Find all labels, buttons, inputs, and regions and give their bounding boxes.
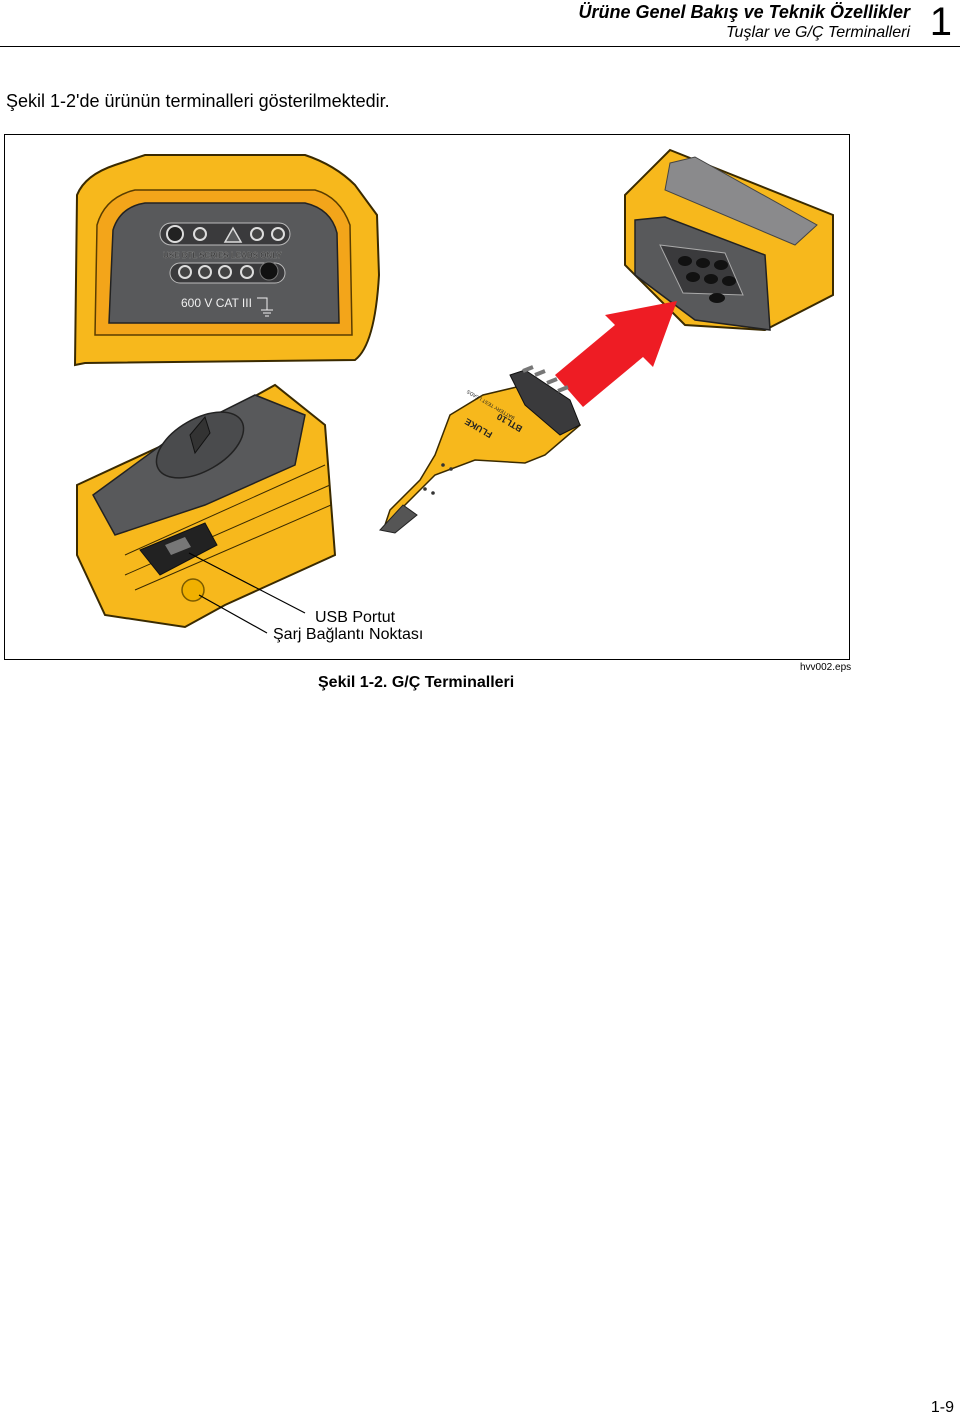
terminal-panel-device: USE BTL SERIES LEADS ONLY 600 V CAT III bbox=[73, 154, 381, 367]
terminal-jack bbox=[198, 265, 212, 279]
figure-frame: USE BTL SERIES LEADS ONLY 600 V CAT III bbox=[4, 134, 850, 660]
terminals-illustration: USE BTL SERIES LEADS ONLY 600 V CAT III bbox=[73, 148, 834, 634]
header-rule bbox=[0, 46, 960, 47]
chapter-title: Ürüne Genel Bakış ve Teknik Özellikler bbox=[578, 2, 910, 22]
charge-leader-line bbox=[198, 594, 268, 634]
usb-port-device bbox=[76, 383, 337, 629]
warning-icon bbox=[223, 226, 243, 243]
charge-port-callout: Şarj Bağlantı Noktası bbox=[273, 626, 424, 643]
terminal-jack bbox=[250, 227, 264, 241]
ground-icon bbox=[257, 297, 273, 317]
usb-leader-line bbox=[188, 552, 306, 614]
rating-label: 600 V CAT III bbox=[181, 296, 252, 310]
figure-caption: Şekil 1-2. G/Ç Terminalleri bbox=[318, 674, 515, 691]
intro-paragraph: Şekil 1-2'de ürünün terminalleri gösteri… bbox=[6, 91, 390, 111]
terminal-jack bbox=[178, 265, 192, 279]
section-title: Tuşlar ve G/Ç Terminalleri bbox=[725, 24, 910, 41]
panel-warning-label: USE BTL SERIES LEADS ONLY bbox=[163, 251, 282, 260]
terminal-jack bbox=[271, 227, 285, 241]
terminal-jack bbox=[259, 261, 279, 281]
terminal-jack bbox=[193, 227, 207, 241]
chapter-number: 1 bbox=[929, 0, 952, 44]
terminal-jack bbox=[240, 265, 254, 279]
charge-port bbox=[181, 578, 205, 602]
page-number: 1-9 bbox=[930, 1399, 954, 1416]
usb-port-callout: USB Portut bbox=[315, 609, 396, 626]
terminal-jack bbox=[166, 225, 184, 243]
terminal-jack bbox=[218, 265, 232, 279]
figure-file-reference: hvv002.eps bbox=[800, 662, 852, 673]
connector-socket-device bbox=[624, 148, 834, 332]
test-lead-connector: FLUKE BTL10 BATTERY TEST LEADS bbox=[379, 365, 582, 534]
insert-direction-arrow bbox=[555, 301, 677, 407]
